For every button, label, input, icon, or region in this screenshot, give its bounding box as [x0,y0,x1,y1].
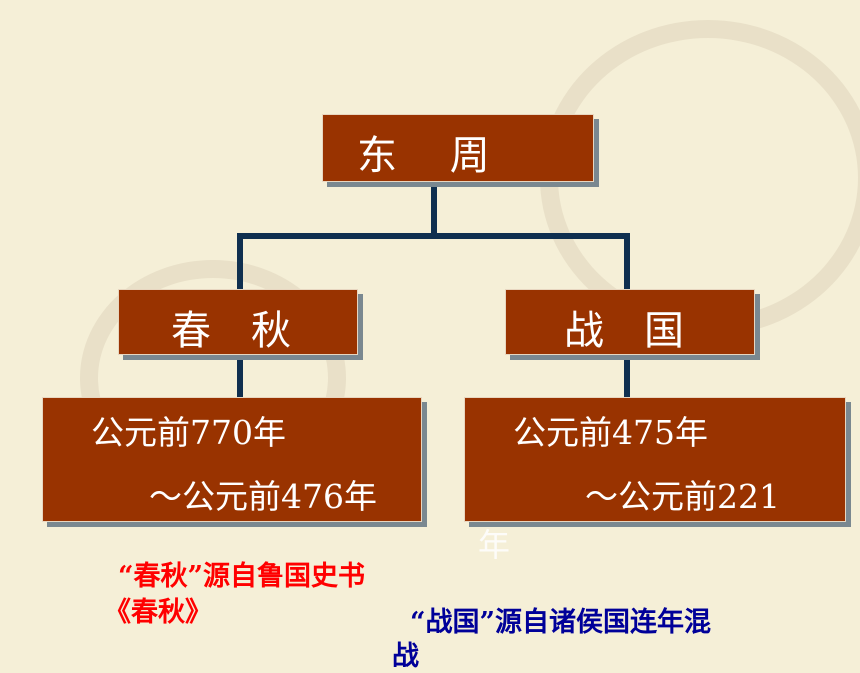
chunqiu-origin-note-line1: “春秋”源自鲁国史书 [118,561,366,592]
connector-right-date [624,356,630,398]
spring-autumn-start-date: 公元前770年 [91,413,286,452]
eastern-zhou-label: 东 周 [357,133,490,179]
warring-states-date-box: 公元前475年 ～公元前221 [464,397,846,522]
spring-autumn-label: 春 秋 [171,308,291,354]
zhanguo-origin-note-line1: “战国”源自诸侯国连年混 [410,607,712,638]
warring-states-start-date: 公元前475年 [513,413,708,452]
spring-autumn-date-box: 公元前770年 ～公元前476年 [42,397,422,522]
connector-right-down [624,233,630,291]
connector-horizontal [237,233,630,239]
eastern-zhou-box: 东 周 [322,114,594,182]
chunqiu-origin-note-line2: 《春秋》 [104,597,212,628]
warring-states-end-date: ～公元前221 [585,477,780,516]
warring-states-date-overflow: 年 [478,526,511,564]
warring-states-box: 战 国 [505,289,755,355]
warring-states-label: 战 国 [564,308,684,354]
spring-autumn-end-date: ～公元前476年 [149,477,377,516]
connector-left-date [237,356,243,398]
connector-left-down [237,233,243,291]
connector-trunk [431,186,437,238]
zhanguo-origin-note-line2: 战 [392,641,419,672]
spring-autumn-box: 春 秋 [118,289,358,355]
